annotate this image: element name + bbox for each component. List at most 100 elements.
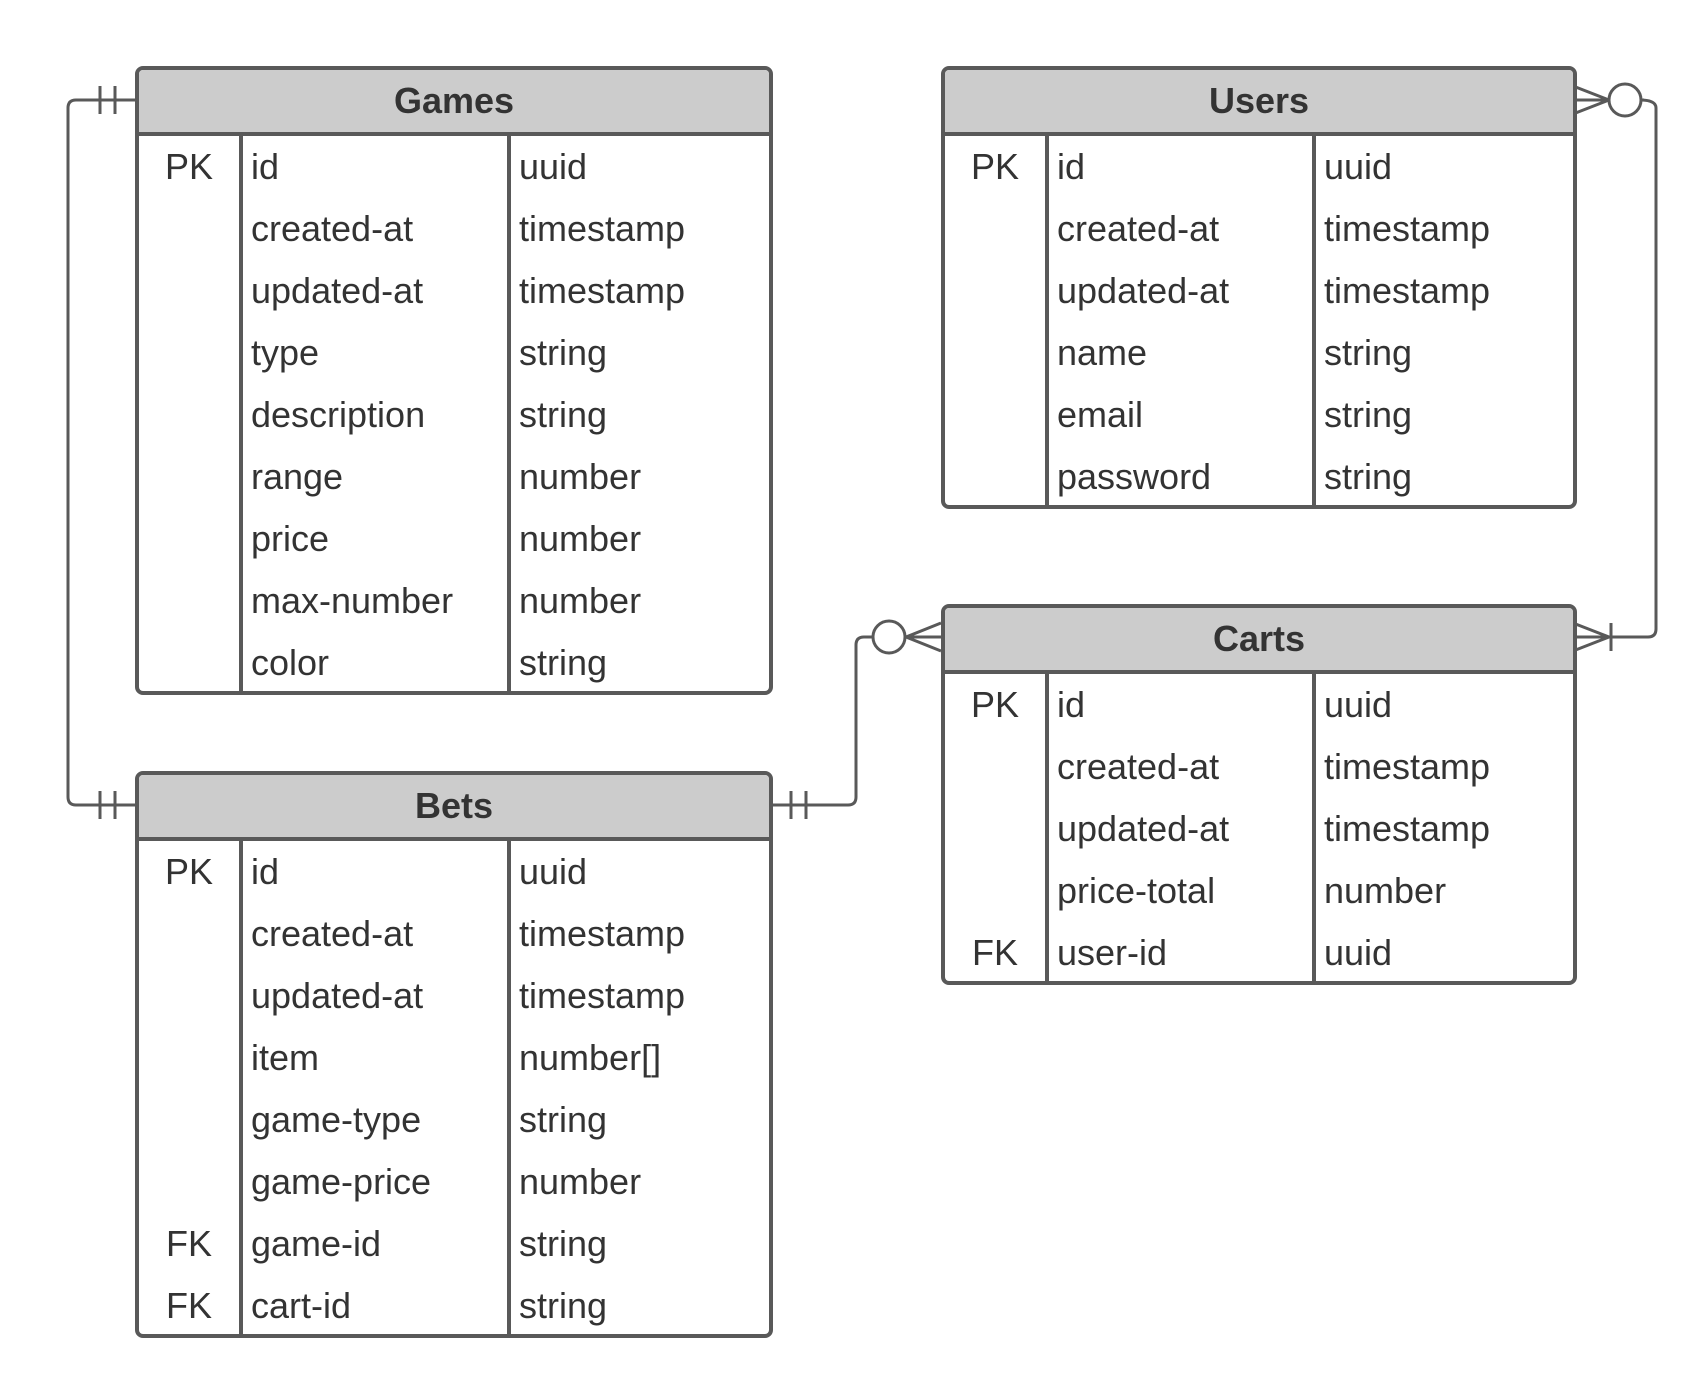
field-row[interactable]: PK id uuid	[945, 674, 1573, 736]
field-row[interactable]: created-at timestamp	[139, 903, 769, 965]
field-type: uuid	[1324, 932, 1393, 973]
field-row[interactable]: item number[]	[139, 1027, 769, 1089]
field-name: created-at	[1057, 208, 1220, 249]
field-row[interactable]: color string	[139, 632, 769, 691]
carts-zero-circle	[871, 619, 907, 655]
field-type: string	[1324, 332, 1413, 373]
carts-many-crowfoot-2	[1572, 635, 1610, 653]
field-row[interactable]: PK id uuid	[945, 136, 1573, 198]
field-name: type	[251, 332, 320, 373]
field-name: game-type	[251, 1099, 422, 1140]
entity-title: Carts	[945, 608, 1573, 674]
field-type: string	[1324, 456, 1413, 497]
field-name: updated-at	[251, 975, 424, 1016]
field-name: user-id	[1057, 932, 1168, 973]
field-name: created-at	[251, 913, 414, 954]
field-type: number	[519, 456, 642, 497]
field-name: cart-id	[251, 1285, 352, 1326]
carts-many-crowfoot-3	[905, 621, 942, 639]
field-row[interactable]: created-at timestamp	[139, 198, 769, 260]
field-name: id	[251, 851, 280, 892]
field-type: uuid	[519, 146, 588, 187]
field-row[interactable]: FK user-id uuid	[945, 922, 1573, 981]
field-type: uuid	[1324, 684, 1393, 725]
field-row[interactable]: max-number number	[139, 570, 769, 632]
bets-carts-connector	[771, 635, 941, 807]
games-bets-connector	[66, 98, 137, 807]
field-name: email	[1057, 394, 1144, 435]
field-type: timestamp	[519, 913, 686, 954]
field-name: id	[251, 146, 280, 187]
field-key: FK	[971, 932, 1018, 973]
field-type: timestamp	[1324, 746, 1491, 787]
field-type: timestamp	[519, 270, 686, 311]
field-type: timestamp	[1324, 270, 1491, 311]
field-row[interactable]: name string	[945, 322, 1573, 384]
field-type: uuid	[1324, 146, 1393, 187]
users-many-crowfoot-2	[1572, 98, 1610, 116]
field-row[interactable]: updated-at timestamp	[139, 260, 769, 322]
field-type: string	[1324, 394, 1413, 435]
field-name: updated-at	[1057, 808, 1230, 849]
field-name: name	[1057, 332, 1148, 373]
field-type: uuid	[519, 851, 588, 892]
field-row[interactable]: created-at timestamp	[945, 198, 1573, 260]
field-key: PK	[970, 146, 1020, 187]
field-name: game-price	[251, 1161, 432, 1202]
field-row[interactable]: PK id uuid	[139, 841, 769, 903]
field-type: string	[519, 1285, 608, 1326]
field-row[interactable]: created-at timestamp	[945, 736, 1573, 798]
users-zero-circle	[1607, 82, 1643, 118]
field-name: id	[1057, 146, 1086, 187]
field-type: number[]	[519, 1037, 662, 1078]
field-row[interactable]: type string	[139, 322, 769, 384]
users-many-crowfoot-1	[1572, 84, 1610, 102]
field-name: max-number	[251, 580, 454, 621]
field-type: number	[519, 518, 642, 559]
field-type: string	[519, 394, 608, 435]
field-name: created-at	[1057, 746, 1220, 787]
field-name: item	[251, 1037, 320, 1078]
carts-many-crowfoot-4	[905, 635, 942, 653]
field-row[interactable]: updated-at timestamp	[945, 260, 1573, 322]
entity-fields: PK id uuid created-at timestamp updated-at tim…	[945, 136, 1573, 505]
field-key: FK	[165, 1223, 212, 1264]
field-key: PK	[970, 684, 1020, 725]
field-name: color	[251, 642, 330, 683]
field-name: id	[1057, 684, 1086, 725]
field-row[interactable]: updated-at timestamp	[945, 798, 1573, 860]
field-type: string	[519, 332, 608, 373]
entity-fields: PK id uuid created-at timestamp updated-at tim…	[945, 674, 1573, 981]
field-type: timestamp	[1324, 208, 1491, 249]
entity-title: Users	[945, 70, 1573, 136]
field-row[interactable]: email string	[945, 384, 1573, 446]
field-type: timestamp	[1324, 808, 1491, 849]
field-name: created-at	[251, 208, 414, 249]
field-name: updated-at	[251, 270, 424, 311]
field-name: updated-at	[1057, 270, 1230, 311]
entity-title: Games	[139, 70, 769, 136]
field-type: string	[519, 642, 608, 683]
field-type: timestamp	[519, 208, 686, 249]
field-key: PK	[164, 851, 214, 892]
field-name: game-id	[251, 1223, 382, 1264]
field-type: number	[519, 580, 642, 621]
